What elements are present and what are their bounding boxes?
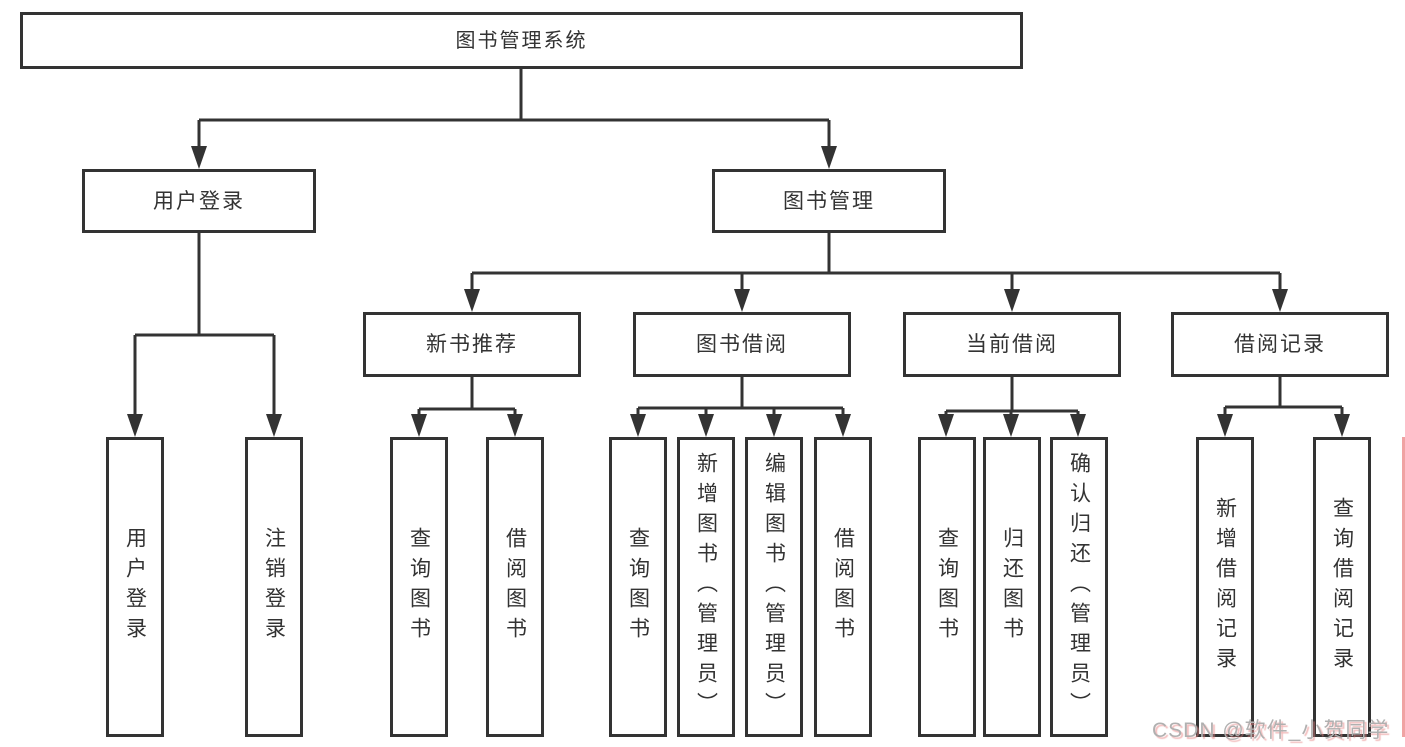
connector-current-borrow-children: [938, 377, 1086, 437]
node-label: 查询图书: [407, 527, 431, 647]
node-label: 新增图书（管理员）: [694, 452, 718, 722]
node-label: 借阅图书: [503, 527, 527, 647]
node-label: 借阅图书: [831, 527, 855, 647]
right-edge-accent: [1402, 437, 1405, 737]
node-label: 新增借阅记录: [1213, 497, 1237, 677]
node-label: 图书管理: [783, 189, 875, 213]
node-book-management: 图书管理: [712, 169, 946, 233]
node-label: 用户登录: [153, 189, 245, 213]
node-new-book-recommendation: 新书推荐: [363, 312, 581, 377]
connector-root-to-level2: [191, 69, 837, 169]
node-library-management-system: 图书管理系统: [20, 12, 1023, 69]
node-label: 当前借阅: [966, 333, 1058, 356]
leaf-add-books-admin: 新增图书（管理员）: [677, 437, 735, 737]
node-label: 注销登录: [262, 527, 286, 647]
leaf-user-login: 用户登录: [106, 437, 164, 737]
node-label: 查询图书: [935, 527, 959, 647]
csdn-watermark: CSDN @软件_小贺同学: [1152, 719, 1390, 742]
connector-book-borrow-children: [630, 377, 851, 437]
leaf-query-borrow-record: 查询借阅记录: [1313, 437, 1371, 737]
leaf-logout: 注销登录: [245, 437, 303, 737]
leaf-query-books-recommend: 查询图书: [390, 437, 448, 737]
connector-user-login-children: [127, 233, 282, 437]
node-label: 编辑图书（管理员）: [762, 452, 786, 722]
node-label: 用户登录: [123, 527, 147, 647]
node-borrowing-records: 借阅记录: [1171, 312, 1389, 377]
leaf-edit-books-admin: 编辑图书（管理员）: [745, 437, 803, 737]
node-label: 查询借阅记录: [1330, 497, 1354, 677]
connector-book-management-children: [464, 233, 1288, 312]
leaf-return-books: 归还图书: [983, 437, 1041, 737]
node-book-borrowing: 图书借阅: [633, 312, 851, 377]
node-label: 确认归还（管理员）: [1067, 452, 1091, 722]
leaf-borrow-books-recommend: 借阅图书: [486, 437, 544, 737]
leaf-query-books-current: 查询图书: [918, 437, 976, 737]
node-label: 新书推荐: [426, 333, 518, 356]
leaf-add-borrow-record: 新增借阅记录: [1196, 437, 1254, 737]
node-current-borrowing: 当前借阅: [903, 312, 1121, 377]
node-label: 借阅记录: [1234, 333, 1326, 356]
node-label: 图书借阅: [696, 333, 788, 356]
node-label: 查询图书: [626, 527, 650, 647]
node-label: 图书管理系统: [455, 29, 588, 52]
connector-new-book-children: [411, 377, 523, 437]
node-label: 归还图书: [1000, 527, 1024, 647]
leaf-query-books-borrow: 查询图书: [609, 437, 667, 737]
node-user-login: 用户登录: [82, 169, 316, 233]
connector-borrow-records-children: [1217, 377, 1350, 437]
leaf-confirm-return-admin: 确认归还（管理员）: [1050, 437, 1108, 737]
leaf-borrow-books: 借阅图书: [814, 437, 872, 737]
